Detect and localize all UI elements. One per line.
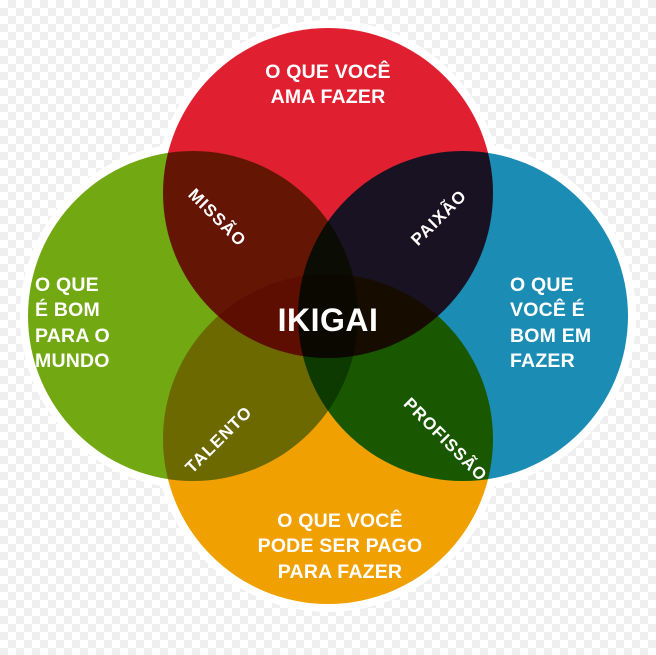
circle-label-world-needs: O QUE É BOM PARA O MUNDO (35, 274, 110, 373)
circle-paid-for[interactable] (163, 274, 493, 604)
center-label-ikigai: IKIGAI (277, 302, 379, 338)
circle-label-good-at: O QUE VOCÊ É BOM EM FAZER (510, 274, 592, 373)
circle-label-paid-for: O QUE VOCÊ PODE SER PAGO PARA FAZER (257, 510, 423, 583)
circle-label-love: O QUE VOCÊ AMA FAZER (265, 61, 391, 109)
